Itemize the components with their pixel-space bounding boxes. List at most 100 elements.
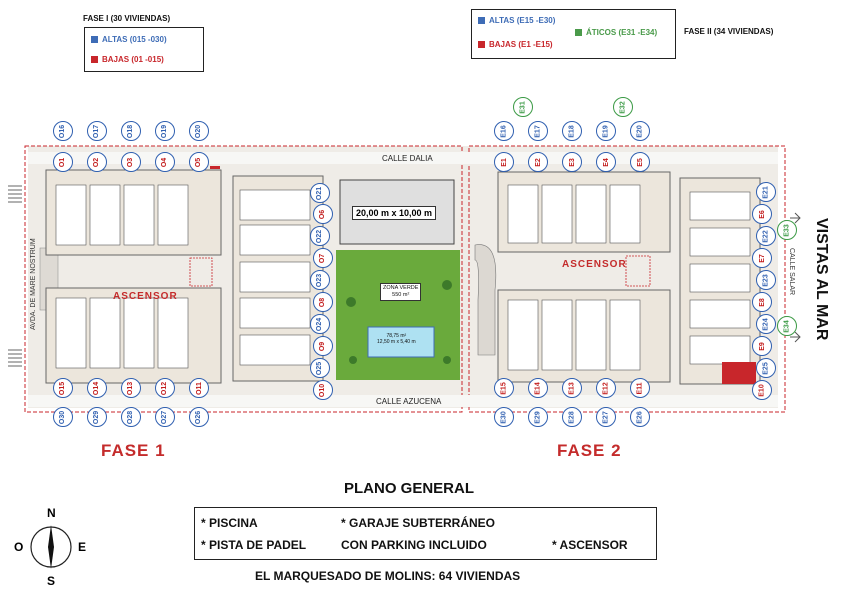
unit-e8[interactable]: E8 [752, 292, 772, 312]
unit-o2[interactable]: O2 [87, 152, 107, 172]
unit-e26[interactable]: E26 [630, 407, 650, 427]
unit-o20[interactable]: O20 [189, 121, 209, 141]
unit-e15[interactable]: E15 [494, 378, 514, 398]
unit-o3[interactable]: O3 [121, 152, 141, 172]
unit-o12[interactable]: O12 [155, 378, 175, 398]
unit-e7[interactable]: E7 [752, 248, 772, 268]
unit-label: O20 [195, 124, 203, 138]
unit-e9[interactable]: E9 [752, 336, 772, 356]
f2-red-room [722, 362, 756, 384]
unit-o7[interactable]: O7 [313, 248, 333, 268]
legend-f2-altas-label: ALTAS (E15 -E30) [489, 16, 556, 25]
unit-label: E3 [568, 157, 576, 167]
f2-ramp [474, 244, 497, 356]
unit-o10[interactable]: O10 [313, 380, 333, 400]
f1-unit-grid [55, 184, 311, 369]
unit-label: O25 [316, 361, 324, 375]
bajas-swatch [91, 56, 98, 63]
unit-o29[interactable]: O29 [87, 407, 107, 427]
unit-e25[interactable]: E25 [756, 358, 776, 378]
unit-e11[interactable]: E11 [630, 378, 650, 398]
unit-e6[interactable]: E6 [752, 204, 772, 224]
unit-e23[interactable]: E23 [756, 270, 776, 290]
unit-o27[interactable]: O27 [155, 407, 175, 427]
unit-e30[interactable]: E30 [494, 407, 514, 427]
unit-e19[interactable]: E19 [596, 121, 616, 141]
unit-o4[interactable]: O4 [155, 152, 175, 172]
unit-o25[interactable]: O25 [310, 358, 330, 378]
unit-o30[interactable]: O30 [53, 407, 73, 427]
unit-e1[interactable]: E1 [494, 152, 514, 172]
unit-label: O18 [127, 124, 135, 138]
unit-e12[interactable]: E12 [596, 378, 616, 398]
unit-e13[interactable]: E13 [562, 378, 582, 398]
unit-o14[interactable]: O14 [87, 378, 107, 398]
unit-o6[interactable]: O6 [313, 204, 333, 224]
unit-o1[interactable]: O1 [53, 152, 73, 172]
unit-o17[interactable]: O17 [87, 121, 107, 141]
unit-e18[interactable]: E18 [562, 121, 582, 141]
green-zone-label: ZONA VERDE 550 m² [380, 283, 422, 301]
unit-o28[interactable]: O28 [121, 407, 141, 427]
unit-e4[interactable]: E4 [596, 152, 616, 172]
unit-o8[interactable]: O8 [313, 292, 333, 312]
unit-o5[interactable]: O5 [189, 152, 209, 172]
unit-o26[interactable]: O26 [189, 407, 209, 427]
unit-e32[interactable]: E32 [613, 97, 633, 117]
unit-label: O6 [319, 209, 327, 219]
unit-e3[interactable]: E3 [562, 152, 582, 172]
unit-o11[interactable]: O11 [189, 378, 209, 398]
unit-label: E1 [500, 157, 508, 167]
unit-o19[interactable]: O19 [155, 121, 175, 141]
unit-label: E19 [602, 124, 610, 138]
feature-parking: CON PARKING INCLUIDO [341, 538, 487, 552]
unit-label: E14 [534, 381, 542, 395]
unit-e34[interactable]: E34 [777, 316, 797, 336]
f1-red-mark [210, 166, 220, 169]
unit-e17[interactable]: E17 [528, 121, 548, 141]
feature-garaje: * GARAJE SUBTERRÁNEO [341, 516, 496, 530]
unit-e16[interactable]: E16 [494, 121, 514, 141]
feature-ascensor: * ASCENSOR [552, 538, 628, 552]
unit-label: E25 [762, 361, 770, 375]
unit-e14[interactable]: E14 [528, 378, 548, 398]
unit-o16[interactable]: O16 [53, 121, 73, 141]
unit-e2[interactable]: E2 [528, 152, 548, 172]
unit-e28[interactable]: E28 [562, 407, 582, 427]
unit-label: E24 [762, 317, 770, 331]
unit-o15[interactable]: O15 [53, 378, 73, 398]
unit-label: O27 [161, 410, 169, 424]
feature-padel: * PISTA DE PADEL [201, 538, 307, 552]
calle-dalia-strip [28, 152, 778, 164]
unit-e31[interactable]: E31 [513, 97, 533, 117]
unit-e10[interactable]: E10 [752, 380, 772, 400]
unit-o21[interactable]: O21 [310, 183, 330, 203]
unit-label: E33 [783, 223, 791, 237]
legend-f1-altas: ALTAS (015 -030) [91, 35, 167, 44]
unit-o24[interactable]: O24 [310, 314, 330, 334]
unit-o23[interactable]: O23 [310, 270, 330, 290]
unit-o9[interactable]: O9 [313, 336, 333, 356]
unit-e29[interactable]: E29 [528, 407, 548, 427]
unit-label: E5 [636, 157, 644, 167]
unit-e27[interactable]: E27 [596, 407, 616, 427]
unit-label: O22 [316, 229, 324, 243]
calle-azucena-strip [28, 395, 778, 407]
unit-o13[interactable]: O13 [121, 378, 141, 398]
unit-label: E32 [619, 100, 627, 114]
unit-o22[interactable]: O22 [310, 226, 330, 246]
unit-label: O4 [161, 157, 169, 167]
fase-1-label: FASE 1 [101, 441, 166, 460]
unit-label: O19 [161, 124, 169, 138]
unit-e33[interactable]: E33 [777, 220, 797, 240]
unit-o18[interactable]: O18 [121, 121, 141, 141]
unit-e24[interactable]: E24 [756, 314, 776, 334]
legend-f2-header: FASE II (34 VIVIENDAS) [684, 27, 774, 36]
unit-e21[interactable]: E21 [756, 182, 776, 202]
unit-label: E11 [636, 381, 644, 395]
unit-e5[interactable]: E5 [630, 152, 650, 172]
unit-e20[interactable]: E20 [630, 121, 650, 141]
small-pool-area: 78,75 m² [386, 333, 407, 339]
unit-e22[interactable]: E22 [756, 226, 776, 246]
